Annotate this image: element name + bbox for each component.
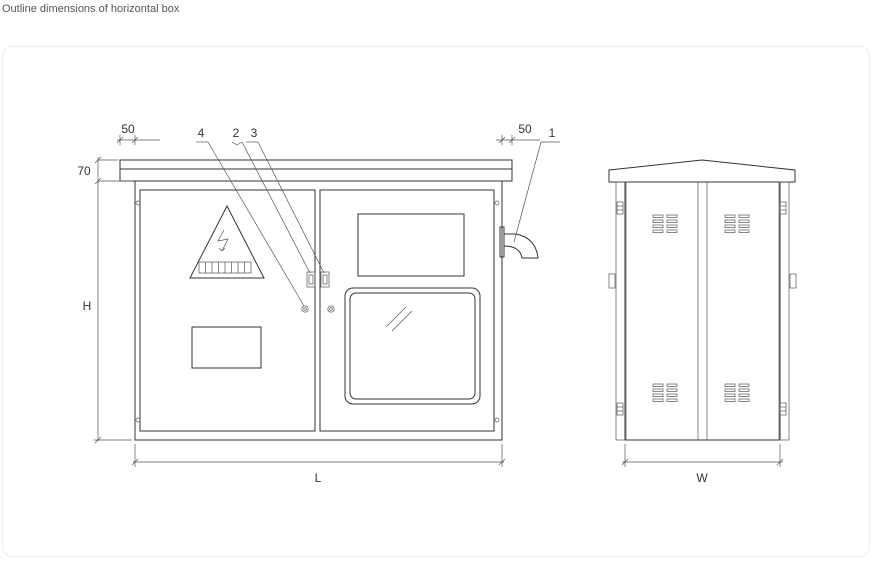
cabinet-body <box>134 180 503 441</box>
left-door <box>139 189 316 432</box>
lock-icon <box>320 271 330 288</box>
meter-window <box>357 213 465 277</box>
leader-lines <box>196 141 560 307</box>
dim-label-roof-height: 70 <box>77 164 91 178</box>
bolt-icon <box>135 200 141 206</box>
bolt-icon <box>494 417 500 423</box>
dim-label-height: H <box>83 299 92 313</box>
nameplate <box>191 326 262 369</box>
side-view <box>608 159 797 441</box>
callout-4: 4 <box>198 126 205 140</box>
keyhole-icon <box>301 305 309 313</box>
high-voltage-warning-icon <box>189 204 265 279</box>
roof-base <box>119 168 513 182</box>
side-latch-icon <box>608 273 616 289</box>
roof-top <box>119 159 513 170</box>
right-door <box>319 189 495 432</box>
dimension-lines <box>94 135 784 467</box>
dim-label-right-offset: 50 <box>518 122 532 136</box>
callout-3: 3 <box>251 126 258 140</box>
drawing-panel <box>2 46 870 557</box>
bolt-icon <box>494 200 500 206</box>
cable-pipe <box>499 226 539 259</box>
lock-icon <box>306 271 316 288</box>
dim-label-width: W <box>696 471 708 485</box>
side-latch-icon <box>789 273 797 289</box>
viewing-window <box>344 287 481 405</box>
side-roof <box>608 159 796 183</box>
page-title: Outline dimensions of horizontal box <box>2 3 180 15</box>
callout-2: 2 <box>233 126 240 140</box>
dim-label-length: L <box>315 471 322 485</box>
callout-1: 1 <box>549 126 556 140</box>
side-body <box>624 181 781 441</box>
dim-label-left-offset: 50 <box>121 122 135 136</box>
keyhole-icon <box>327 305 335 313</box>
bolt-icon <box>135 417 141 423</box>
front-view <box>119 159 539 441</box>
